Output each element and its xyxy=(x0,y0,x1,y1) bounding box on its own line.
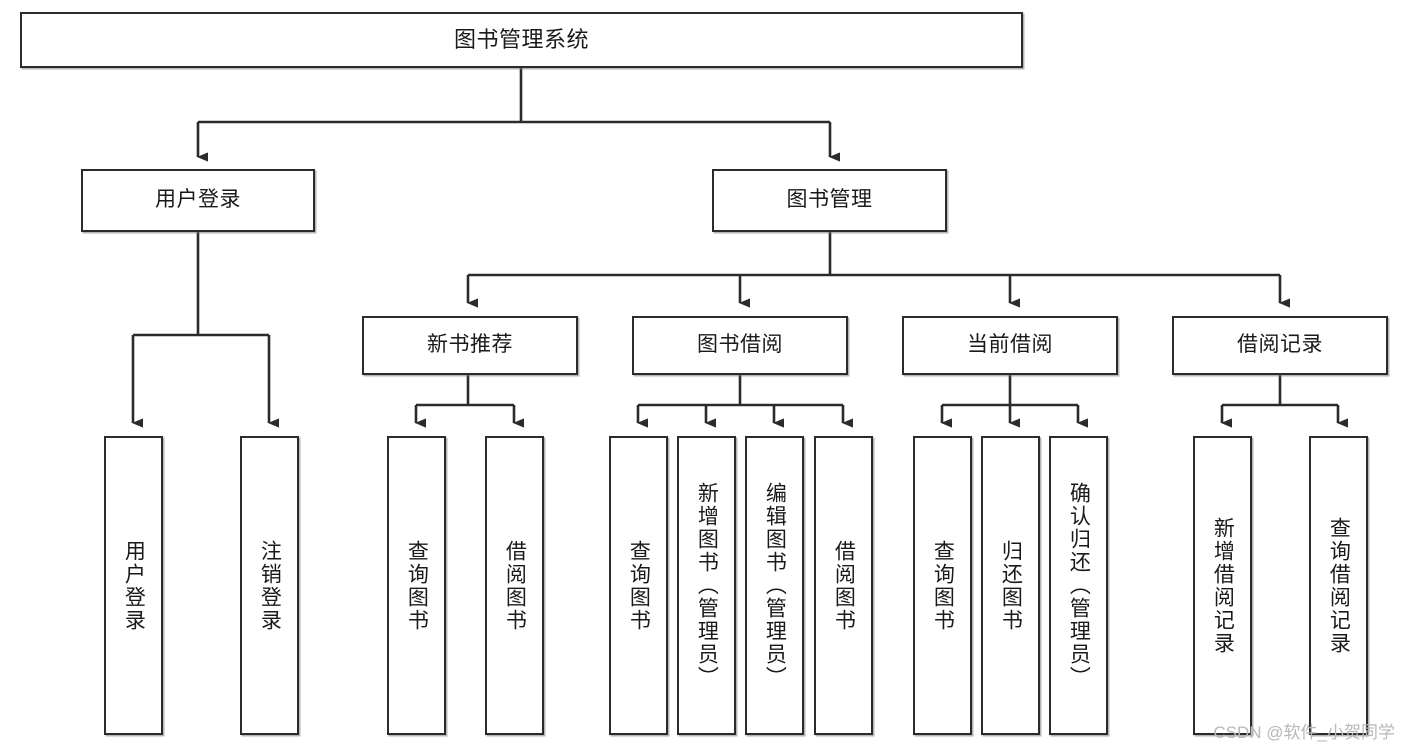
leaf-current-query-book[interactable]: 查询图书 xyxy=(913,436,972,735)
leaf-logout[interactable]: 注销登录 xyxy=(240,436,299,735)
watermark: CSDN @软件_小贺同学 xyxy=(1213,723,1395,742)
leaf-newbook-borrow-book-label: 借阅图书 xyxy=(503,539,527,632)
leaf-user-login-label: 用户登录 xyxy=(122,539,146,632)
node-root-label: 图书管理系统 xyxy=(453,27,589,53)
leaf-query-borrow-record[interactable]: 查询借阅记录 xyxy=(1309,436,1368,735)
leaf-add-book-admin[interactable]: 新增图书（管理员） xyxy=(677,436,736,735)
leaf-borrow-book-label: 借阅图书 xyxy=(832,539,856,632)
leaf-add-book-admin-label: 新增图书（管理员） xyxy=(695,482,719,689)
node-new-book-recommend-label: 新书推荐 xyxy=(427,333,513,357)
leaf-edit-book-admin-label: 编辑图书（管理员） xyxy=(763,482,787,689)
leaf-edit-book-admin[interactable]: 编辑图书（管理员） xyxy=(745,436,804,735)
node-book-management-label: 图书管理 xyxy=(786,188,873,212)
leaf-logout-label: 注销登录 xyxy=(258,539,282,632)
leaf-confirm-return-admin[interactable]: 确认归还（管理员） xyxy=(1049,436,1108,735)
leaf-current-query-book-label: 查询图书 xyxy=(931,539,955,632)
node-book-management[interactable]: 图书管理 xyxy=(712,169,947,232)
leaf-borrow-query-book-label: 查询图书 xyxy=(627,539,651,632)
node-root[interactable]: 图书管理系统 xyxy=(20,12,1023,68)
node-book-borrow[interactable]: 图书借阅 xyxy=(632,316,848,375)
leaf-newbook-query-book[interactable]: 查询图书 xyxy=(387,436,446,735)
leaf-add-borrow-record-label: 新增借阅记录 xyxy=(1211,516,1235,655)
node-book-borrow-label: 图书借阅 xyxy=(697,333,783,357)
leaf-return-book[interactable]: 归还图书 xyxy=(981,436,1040,735)
leaf-newbook-query-book-label: 查询图书 xyxy=(405,539,429,632)
leaf-confirm-return-admin-label: 确认归还（管理员） xyxy=(1067,482,1091,689)
node-new-book-recommend[interactable]: 新书推荐 xyxy=(362,316,578,375)
leaf-borrow-book[interactable]: 借阅图书 xyxy=(814,436,873,735)
leaf-add-borrow-record[interactable]: 新增借阅记录 xyxy=(1193,436,1252,735)
leaf-return-book-label: 归还图书 xyxy=(999,539,1023,632)
leaf-borrow-query-book[interactable]: 查询图书 xyxy=(609,436,668,735)
node-current-borrow-label: 当前借阅 xyxy=(967,333,1053,357)
leaf-user-login[interactable]: 用户登录 xyxy=(104,436,163,735)
node-current-borrow[interactable]: 当前借阅 xyxy=(902,316,1118,375)
leaf-newbook-borrow-book[interactable]: 借阅图书 xyxy=(485,436,544,735)
leaf-query-borrow-record-label: 查询借阅记录 xyxy=(1327,516,1351,655)
node-borrow-record[interactable]: 借阅记录 xyxy=(1172,316,1388,375)
node-user-login-label: 用户登录 xyxy=(155,188,241,212)
node-borrow-record-label: 借阅记录 xyxy=(1237,333,1323,357)
node-user-login[interactable]: 用户登录 xyxy=(81,169,315,232)
